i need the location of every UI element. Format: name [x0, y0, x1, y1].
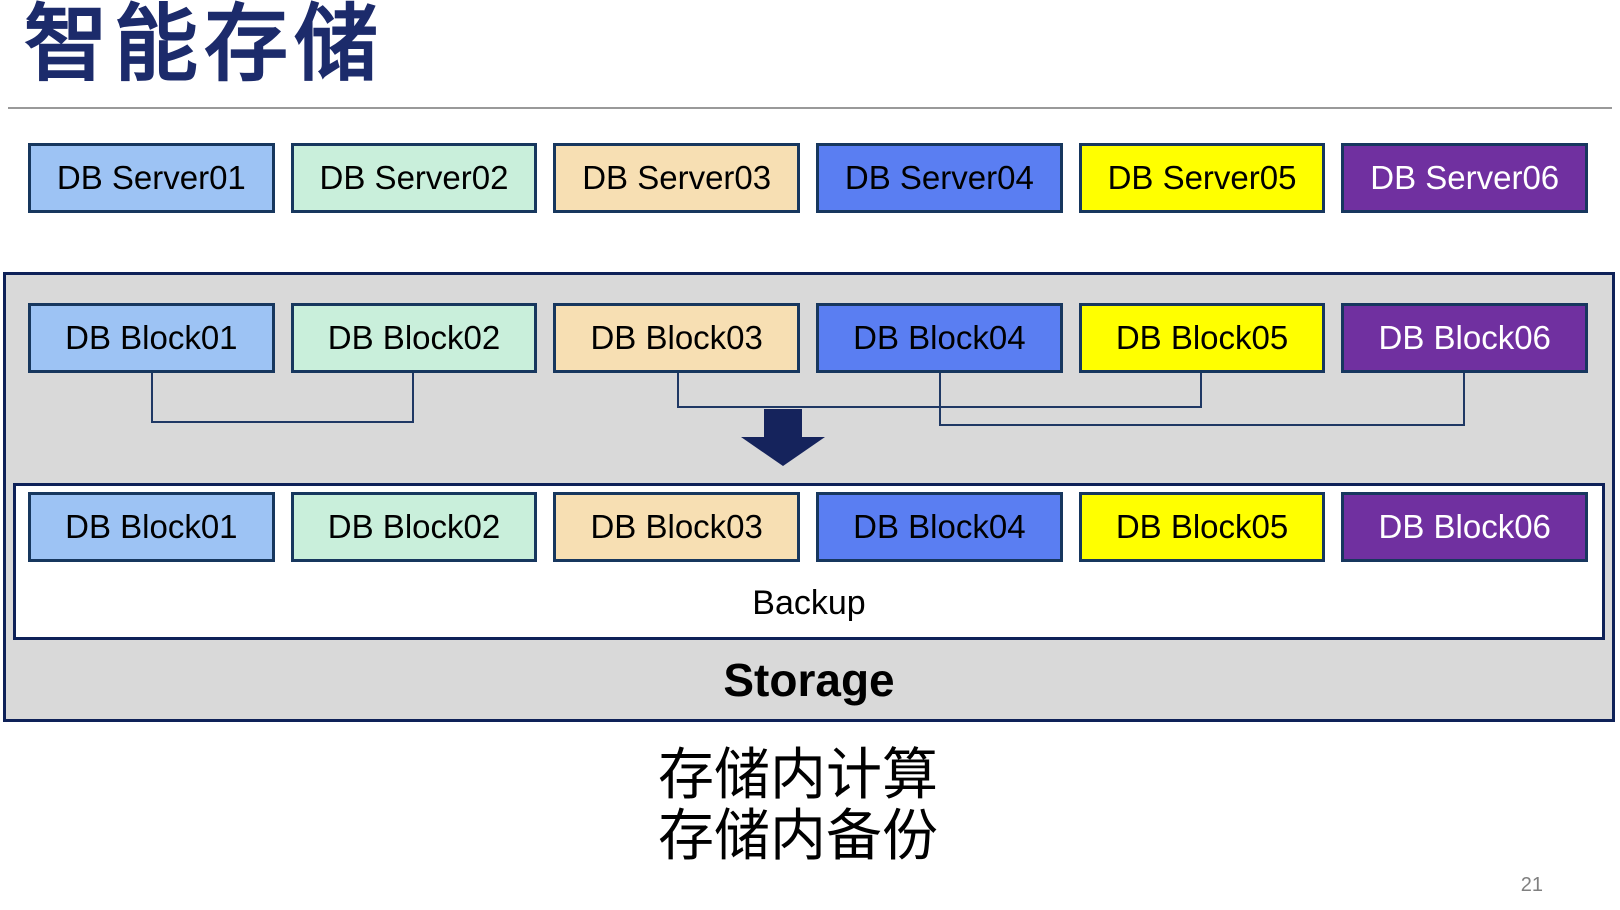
db-block-row-source: DB Block01 DB Block02 DB Block03 DB Bloc… [28, 303, 1589, 373]
db-block-label: DB Block02 [327, 319, 501, 356]
connector-block04-block06 [939, 373, 1465, 426]
title-divider [8, 107, 1612, 109]
db-server-row: DB Server01 DB Server02 DB Server03 DB S… [28, 143, 1589, 213]
page-number: 21 [1520, 874, 1543, 896]
connector-block01-block02 [151, 373, 414, 423]
slide-title: 智能存储 [24, 0, 385, 91]
down-arrow-shape [741, 409, 825, 466]
db-server-box-05: DB Server05 [1078, 143, 1326, 213]
db-block-top-06: DB Block06 [1341, 303, 1589, 373]
db-block-bottom-06: DB Block06 [1341, 492, 1589, 562]
db-server-box-03: DB Server03 [553, 143, 801, 213]
db-server-label: DB Server03 [582, 159, 772, 196]
db-server-box-02: DB Server02 [290, 143, 538, 213]
db-block-top-01: DB Block01 [28, 303, 275, 373]
db-block-top-02: DB Block02 [290, 303, 538, 373]
backup-box [13, 483, 1605, 640]
db-block-label: DB Block06 [1378, 508, 1551, 545]
db-block-top-04: DB Block04 [816, 303, 1063, 373]
db-server-label: DB Server06 [1370, 159, 1560, 196]
db-block-label: DB Block03 [590, 319, 763, 356]
db-server-label: DB Server02 [319, 159, 509, 196]
db-server-label: DB Server05 [1107, 159, 1297, 196]
db-block-label: DB Block04 [853, 508, 1026, 545]
db-server-label: DB Server04 [844, 159, 1034, 196]
down-arrow-icon [741, 409, 825, 466]
db-block-label: DB Block05 [1115, 508, 1289, 545]
db-block-label: DB Block04 [853, 319, 1026, 356]
db-block-bottom-04: DB Block04 [816, 492, 1063, 562]
db-block-label: DB Block02 [327, 508, 501, 545]
db-server-box-04: DB Server04 [816, 143, 1063, 213]
db-block-bottom-03: DB Block03 [553, 492, 801, 562]
db-block-bottom-05: DB Block05 [1078, 492, 1326, 562]
db-block-label: DB Block01 [65, 508, 238, 545]
caption-line-1: 存储内计算 [658, 743, 938, 806]
db-block-bottom-02: DB Block02 [290, 492, 538, 562]
caption-block: 存储内计算 存储内备份 [658, 744, 938, 866]
db-server-label: DB Server01 [56, 159, 246, 196]
db-block-label: DB Block01 [65, 319, 238, 356]
db-server-box-01: DB Server01 [28, 143, 275, 213]
db-server-box-06: DB Server06 [1341, 143, 1589, 213]
db-block-top-03: DB Block03 [553, 303, 801, 373]
db-block-top-05: DB Block05 [1078, 303, 1326, 373]
db-block-label: DB Block05 [1115, 319, 1289, 356]
storage-label: Storage [723, 654, 895, 706]
db-block-bottom-01: DB Block01 [28, 492, 275, 562]
db-block-row-backup: DB Block01 DB Block02 DB Block03 DB Bloc… [28, 492, 1589, 562]
db-block-label: DB Block03 [590, 508, 763, 545]
backup-label: Backup [752, 584, 866, 622]
caption-line-2: 存储内备份 [658, 804, 938, 867]
db-block-label: DB Block06 [1378, 319, 1551, 356]
